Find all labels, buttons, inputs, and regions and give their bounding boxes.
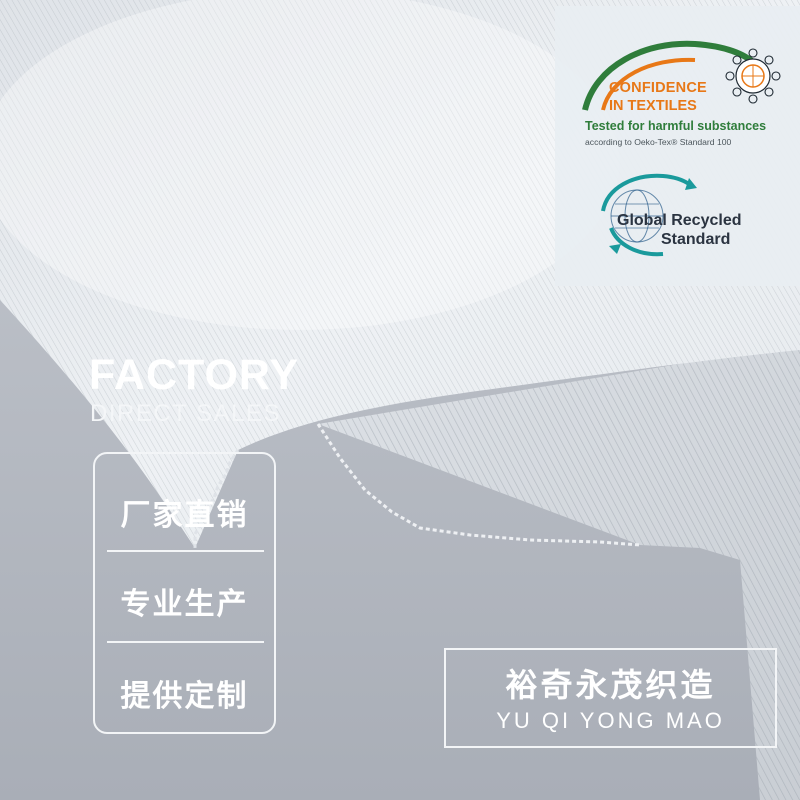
feature-divider (107, 550, 264, 552)
feature-factory-direct: 厂家直销 (120, 498, 249, 533)
fabric-highlight (0, 0, 620, 330)
oeko-tested-text: Tested for harmful substances (585, 119, 767, 133)
features-box: 厂家直销 专业生产 提供定制 (93, 452, 276, 734)
brand-box: 裕奇永茂织造 YU QI YONG MAO (444, 648, 777, 748)
grs-globe-icon (601, 173, 697, 257)
oeko-in-textiles-text: IN TEXTILES (609, 98, 697, 114)
grs-global-recycled-text: Global Recycled (617, 212, 742, 229)
grs-standard-text: Standard (661, 231, 731, 248)
brand-chinese-name: 裕奇永茂织造 (505, 666, 716, 704)
feature-customization: 提供定制 (120, 679, 249, 714)
oeko-according-text: according to Oeko-Tex® Standard 100 (585, 137, 732, 147)
feature-professional-production: 专业生产 (120, 587, 249, 622)
oeko-tex-logo: CONFIDENCE IN TEXTILES Tested for harmfu… (555, 6, 800, 156)
direct-sales-subtitle: DIRECT SALES (90, 400, 281, 427)
feature-divider (107, 641, 264, 643)
oeko-confidence-text: CONFIDENCE (609, 80, 707, 96)
oeko-tex-emblem-icon (582, 40, 781, 111)
brand-english-name: YU QI YONG MAO (496, 708, 725, 733)
certification-panel: CONFIDENCE IN TEXTILES Tested for harmfu… (555, 6, 800, 286)
factory-title: FACTORY (89, 351, 300, 399)
pinked-edge-lower (316, 423, 641, 547)
